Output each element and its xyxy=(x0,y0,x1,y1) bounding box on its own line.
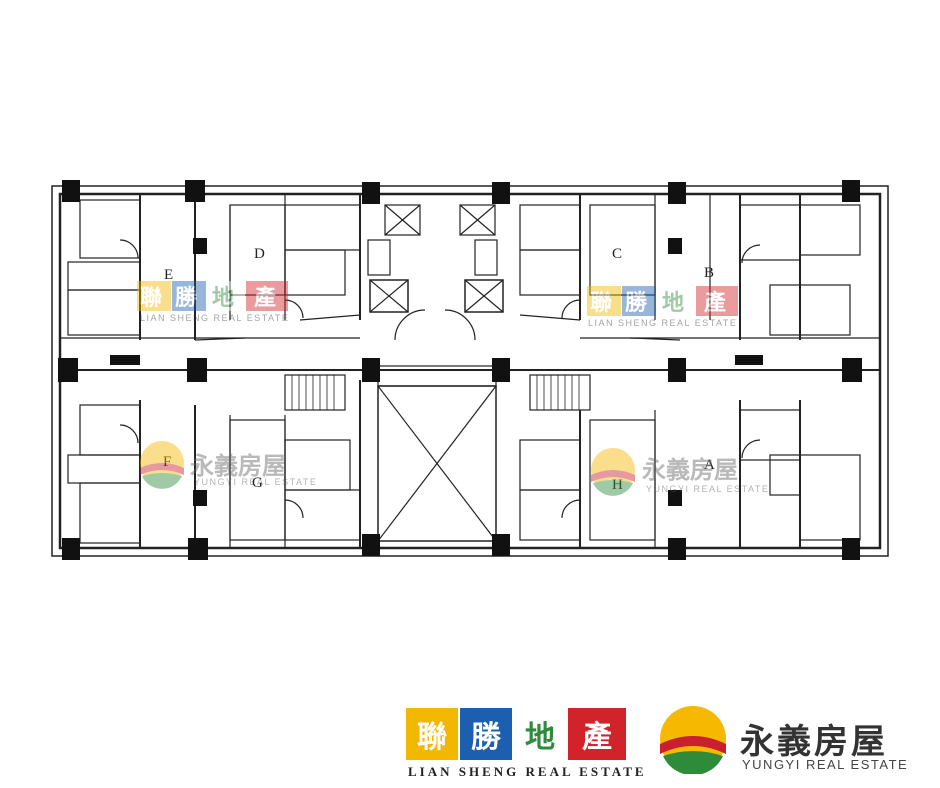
wm-char: 地 xyxy=(662,291,684,316)
unit-label-g: G xyxy=(252,475,263,491)
unit-label-e: E xyxy=(164,267,173,283)
structural-columns xyxy=(58,180,862,560)
logo-char: 產 xyxy=(582,720,612,755)
floor-plan: E D C B F G H A 聯 勝 地 產 LIAN SHENG REAL … xyxy=(51,180,889,560)
watermark-lian-sheng-left: 聯 勝 地 產 LIAN SHENG REAL ESTATE xyxy=(137,281,289,323)
watermark-yungyi-left: 永義房屋 YUNGYI REAL ESTATE xyxy=(140,441,317,489)
unit-label-f: F xyxy=(163,454,171,470)
logo-char-box: 地 xyxy=(514,708,566,760)
wm-char: 勝 xyxy=(625,291,648,316)
unit-label-d: D xyxy=(254,246,265,262)
watermark-lian-sheng-right: 聯 勝 地 產 LIAN SHENG REAL ESTATE xyxy=(587,286,738,328)
plan-lines xyxy=(51,185,889,557)
unit-label-h: H xyxy=(612,477,623,493)
wm-char: 聯 xyxy=(140,286,162,311)
yungyi-emblem-icon xyxy=(660,706,726,774)
wm-char: 產 xyxy=(254,285,276,311)
wm-title: 永義房屋 xyxy=(642,456,738,484)
yungyi-title: 永義房屋 xyxy=(740,722,888,762)
wm-subtitle: LIAN SHENG REAL ESTATE xyxy=(588,318,737,328)
logo-char-box: 聯 xyxy=(406,708,458,760)
wm-subtitle: YUNGYI REAL ESTATE xyxy=(194,477,317,487)
watermark-yungyi-right: 永義房屋 YUNGYI REAL ESTATE xyxy=(591,448,769,496)
logo-char-box: 勝 xyxy=(460,708,512,760)
wm-subtitle: YUNGYI REAL ESTATE xyxy=(646,484,769,494)
unit-label-c: C xyxy=(612,246,622,262)
yungyi-caption: YUNGYI REAL ESTATE xyxy=(742,757,909,772)
wm-char: 聯 xyxy=(590,291,612,316)
unit-label-b: B xyxy=(704,265,714,281)
wm-char: 勝 xyxy=(175,286,198,311)
logo-char: 勝 xyxy=(471,720,501,755)
wm-subtitle: LIAN SHENG REAL ESTATE xyxy=(140,313,289,323)
wm-title: 永義房屋 xyxy=(190,452,286,480)
logo-char: 聯 xyxy=(417,720,447,755)
unit-label-a: A xyxy=(704,457,715,473)
wm-char: 產 xyxy=(704,290,726,316)
logo-char-box: 產 xyxy=(568,708,626,760)
logo-char: 地 xyxy=(525,720,555,755)
wm-char: 地 xyxy=(212,286,234,311)
lian-sheng-caption: LIAN SHENG REAL ESTATE xyxy=(408,764,647,779)
